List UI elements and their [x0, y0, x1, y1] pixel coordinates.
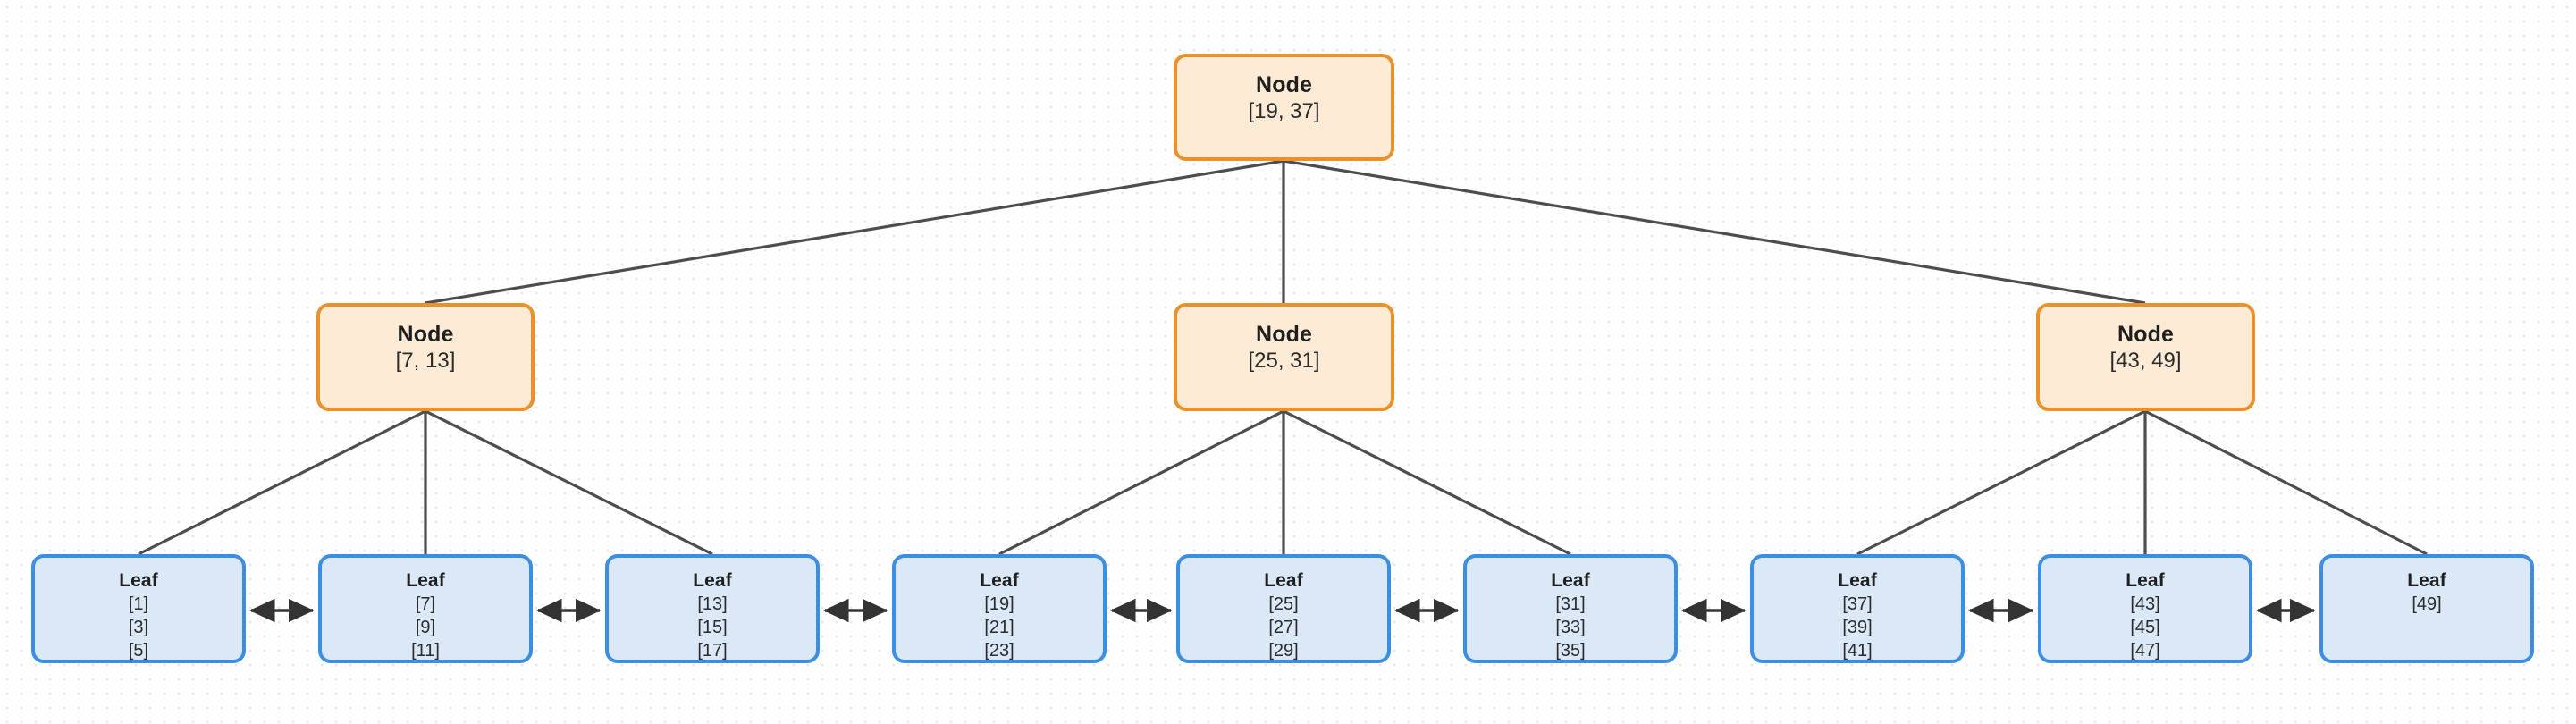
leaf-value: [49]: [2412, 594, 2442, 614]
node-title: Node: [1256, 322, 1312, 347]
tree-edge-3: [138, 409, 426, 556]
tree-edge-2: [1283, 159, 2146, 305]
leaf-title: Leaf: [2407, 570, 2446, 591]
leaf-node-3[interactable]: Leaf [19] [21] [23]: [892, 554, 1107, 663]
node-keys: [25, 31]: [1248, 349, 1320, 373]
leaf-value: [31]: [1555, 594, 1586, 614]
node-keys: [43, 49]: [2109, 349, 2182, 373]
leaf-value: [47]: [2130, 641, 2160, 661]
leaf-title: Leaf: [119, 570, 158, 591]
leaf-value: [29]: [1268, 641, 1299, 661]
leaf-value: [1]: [128, 594, 149, 614]
internal-node-2[interactable]: Node[43, 49]: [2036, 303, 2255, 411]
leaf-node-8[interactable]: Leaf [49]: [2319, 554, 2534, 663]
node-title: Node: [2117, 322, 2174, 347]
tree-edge-9: [1856, 409, 2146, 556]
leaf-value: [15]: [697, 618, 728, 637]
leaf-value: [21]: [984, 618, 1014, 637]
leaf-value: [41]: [1842, 641, 1873, 661]
leaf-value: [19]: [984, 594, 1014, 614]
tree-edge-0: [425, 159, 1284, 305]
leaf-title: Leaf: [1838, 570, 1877, 591]
tree-edge-5: [425, 409, 713, 556]
leaf-node-7[interactable]: Leaf [43] [45] [47]: [2038, 554, 2252, 663]
leaf-value: [35]: [1555, 641, 1586, 661]
leaf-node-6[interactable]: Leaf [37] [39] [41]: [1750, 554, 1965, 663]
leaf-node-1[interactable]: Leaf [7] [9] [11]: [318, 554, 533, 663]
leaf-value: [17]: [697, 641, 728, 661]
leaf-node-2[interactable]: Leaf [13] [15] [17]: [605, 554, 820, 663]
leaf-value: [43]: [2130, 594, 2160, 614]
node-keys: [7, 13]: [395, 349, 456, 373]
leaf-title: Leaf: [980, 570, 1019, 591]
leaf-title: Leaf: [693, 570, 732, 591]
leaf-value: [11]: [411, 641, 440, 661]
leaf-value: [13]: [697, 594, 728, 614]
leaf-node-0[interactable]: Leaf [1] [3] [5]: [31, 554, 246, 663]
internal-node-0[interactable]: Node[7, 13]: [316, 303, 535, 411]
leaf-title: Leaf: [406, 570, 445, 591]
leaf-title: Leaf: [1264, 570, 1303, 591]
leaf-value: [25]: [1268, 594, 1299, 614]
leaf-value: [5]: [128, 641, 149, 661]
leaf-value: [9]: [415, 618, 436, 637]
node-keys: [19, 37]: [1248, 99, 1320, 123]
node-title: Node: [1256, 72, 1312, 97]
leaf-value: [7]: [415, 594, 436, 614]
leaf-value: [3]: [128, 618, 149, 637]
node-title: Node: [397, 322, 454, 347]
leaf-node-4[interactable]: Leaf [25] [27] [29]: [1176, 554, 1391, 663]
root-node[interactable]: Node[19, 37]: [1174, 54, 1394, 161]
leaf-value: [39]: [1842, 618, 1873, 637]
leaf-node-5[interactable]: Leaf [31] [33] [35]: [1463, 554, 1678, 663]
internal-node-1[interactable]: Node[25, 31]: [1174, 303, 1394, 411]
tree-edge-8: [1283, 409, 1571, 556]
leaf-value: [33]: [1555, 618, 1586, 637]
leaf-title: Leaf: [1551, 570, 1590, 591]
tree-edge-6: [998, 409, 1284, 556]
tree-edge-11: [2144, 409, 2428, 556]
leaf-value: [45]: [2130, 618, 2160, 637]
leaf-title: Leaf: [2126, 570, 2165, 591]
leaf-value: [27]: [1268, 618, 1299, 637]
leaf-value: [23]: [984, 641, 1014, 661]
leaf-value: [37]: [1842, 594, 1873, 614]
